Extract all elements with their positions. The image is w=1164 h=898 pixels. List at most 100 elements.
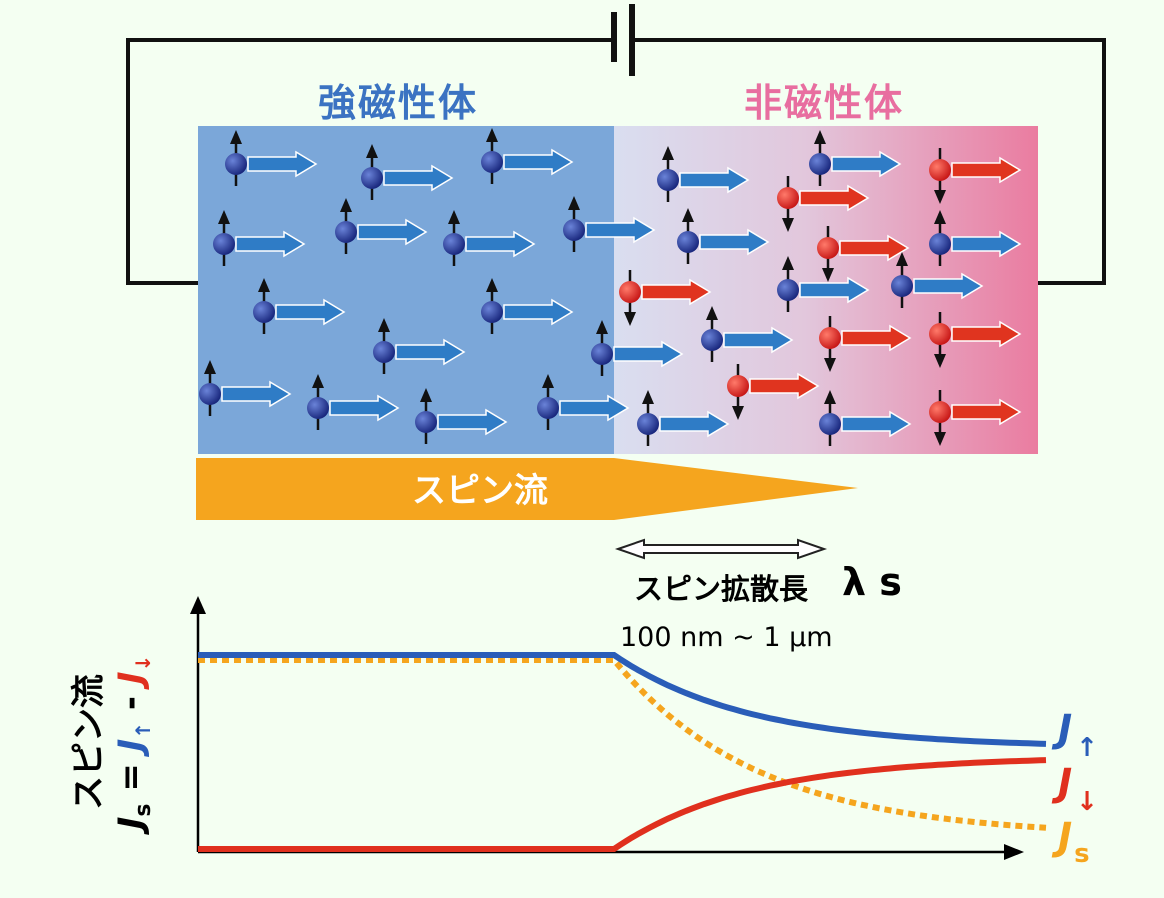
spin-up-electron xyxy=(929,233,951,255)
spin-down-flow-arrow xyxy=(749,372,820,400)
spin-up-electron xyxy=(657,169,679,191)
nonmagnet-label: 非磁性体 xyxy=(744,81,905,125)
svg-text:スピン流: スピン流 xyxy=(69,674,109,810)
spin-up-icon xyxy=(642,390,654,404)
j-down-curve xyxy=(198,757,1047,852)
spin-up-icon xyxy=(596,320,608,334)
spin-up-electron xyxy=(777,279,799,301)
spin-up-icon xyxy=(682,208,694,222)
ferromagnet-label: 強磁性体 xyxy=(318,81,479,125)
spin-up-electron xyxy=(415,411,437,433)
j-up-curve-label: J↑ xyxy=(1051,707,1098,763)
capacitor-icon xyxy=(611,4,635,76)
spin-down-flow-arrow xyxy=(951,398,1022,426)
spin-up-flow-arrow xyxy=(503,298,574,326)
spin-up-icon xyxy=(258,278,270,292)
spin-down-electron xyxy=(777,187,799,209)
spin-down-electron xyxy=(817,237,839,259)
spin-up-electron xyxy=(443,233,465,255)
spin-up-icon xyxy=(378,318,390,332)
spin-up-icon xyxy=(218,210,230,224)
spin-down-flow-arrow xyxy=(951,320,1022,348)
spin-up-icon xyxy=(934,210,946,224)
spin-down-electron xyxy=(727,375,749,397)
spin-up-electron xyxy=(809,153,831,175)
js-curve xyxy=(198,657,1047,831)
spin-up-flow-arrow xyxy=(723,326,794,354)
spin-up-flow-arrow xyxy=(235,230,306,258)
spin-up-icon xyxy=(448,210,460,224)
electron-layer xyxy=(199,128,1022,446)
spin-down-flow-arrow xyxy=(641,278,712,306)
spin-up-electron xyxy=(225,153,247,175)
spin-up-icon xyxy=(312,374,324,388)
spin-down-icon xyxy=(782,218,794,232)
spin-down-electron xyxy=(929,401,951,423)
spin-up-flow-arrow xyxy=(951,230,1022,258)
spin-up-icon xyxy=(230,130,242,144)
spin-down-icon xyxy=(624,312,636,326)
spin-up-icon xyxy=(824,390,836,404)
spin-up-icon xyxy=(782,256,794,270)
spin-down-electron xyxy=(619,281,641,303)
spin-up-icon xyxy=(204,360,216,374)
spin-down-electron xyxy=(819,327,841,349)
js-curve-label: Js xyxy=(1051,815,1090,869)
spin-up-flow-arrow xyxy=(799,276,870,304)
y-axis-title: スピン流 xyxy=(69,674,109,810)
spin-up-flow-arrow xyxy=(559,394,630,422)
spin-up-flow-arrow xyxy=(699,228,770,256)
spin-up-electron xyxy=(361,167,383,189)
spin-current-banner-arrow xyxy=(196,458,858,520)
spin-up-flow-arrow xyxy=(503,148,574,176)
spin-down-electron xyxy=(929,159,951,181)
spin-up-flow-arrow xyxy=(679,166,750,194)
plot-axes xyxy=(190,596,1024,860)
spin-up-electron xyxy=(819,413,841,435)
spin-up-icon xyxy=(706,306,718,320)
spin-down-electron xyxy=(929,323,951,345)
spin-up-electron xyxy=(373,341,395,363)
j-down-curve-label: J↓ xyxy=(1051,761,1098,817)
spin-down-icon xyxy=(934,354,946,368)
spin-up-flow-arrow xyxy=(437,408,508,436)
spin-down-flow-arrow xyxy=(841,324,912,352)
lambda-symbol: λ s xyxy=(842,560,902,604)
j-up-curve xyxy=(198,652,1047,747)
spin-up-flow-arrow xyxy=(841,410,912,438)
spin-down-icon xyxy=(934,190,946,204)
spin-up-electron xyxy=(637,413,659,435)
spin-up-icon xyxy=(542,374,554,388)
circuit-wire xyxy=(126,38,1106,285)
spin-up-electron xyxy=(591,343,613,365)
spin-up-electron xyxy=(563,219,585,241)
spin-up-flow-arrow xyxy=(585,216,656,244)
spin-up-flow-arrow xyxy=(613,340,684,368)
spin-up-flow-arrow xyxy=(913,272,984,300)
length-range-label: 100 nm ~ 1 μm xyxy=(620,622,833,653)
spin-up-electron xyxy=(481,301,503,323)
spin-up-icon xyxy=(568,196,580,210)
spin-up-flow-arrow xyxy=(831,150,902,178)
spin-up-icon xyxy=(340,198,352,212)
spin-up-flow-arrow xyxy=(221,380,292,408)
spin-up-flow-arrow xyxy=(275,298,346,326)
spin-up-flow-arrow xyxy=(465,230,536,258)
spin-up-icon xyxy=(486,278,498,292)
spin-up-flow-arrow xyxy=(383,164,454,192)
spin-up-electron xyxy=(481,151,503,173)
spin-up-flow-arrow xyxy=(329,394,400,422)
spin-current-banner-label: スピン流 xyxy=(412,471,548,511)
spin-up-icon xyxy=(420,388,432,402)
spin-down-flow-arrow xyxy=(839,234,910,262)
spin-down-flow-arrow xyxy=(951,156,1022,184)
spin-up-electron xyxy=(891,275,913,297)
spin-up-icon xyxy=(366,144,378,158)
spin-up-electron xyxy=(677,231,699,253)
spin-up-icon xyxy=(486,128,498,142)
spin-up-icon xyxy=(814,130,826,144)
spin-up-electron xyxy=(537,397,559,419)
spin-up-icon xyxy=(896,252,908,266)
spin-up-flow-arrow xyxy=(659,410,730,438)
